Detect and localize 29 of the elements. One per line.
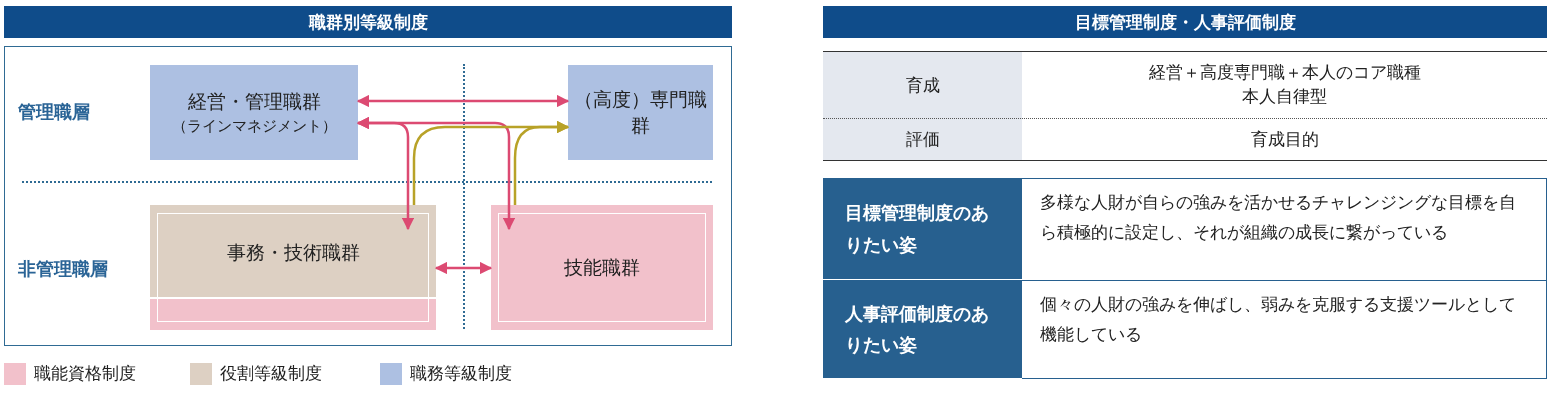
arrow	[513, 120, 570, 205]
cell-text: 個々の人財の強みを伸ばし、弱みを克服する支援ツールとして機能している	[1040, 293, 1517, 346]
legend-label: 職能資格制度	[34, 362, 136, 385]
box-title: 技能職群	[564, 254, 640, 280]
job-group-box	[150, 205, 436, 330]
box-title: 経営・管理職群	[187, 89, 321, 115]
cell-text: 経営＋高度専門職＋本人のコア職種	[1148, 61, 1421, 85]
cell-text: 育成目的	[1250, 128, 1319, 151]
cell-text: 本人自律型	[1242, 85, 1327, 108]
job-group-box	[568, 65, 713, 160]
arrow	[356, 116, 516, 231]
section-heading: 目標管理制度・人事評価制度	[823, 6, 1547, 38]
legend-label: 役割等級制度	[220, 362, 322, 385]
legend-label: 職務等級制度	[410, 362, 512, 385]
row-header: 評価	[905, 128, 940, 151]
row-header: 人事評価制度のありたい姿	[823, 280, 1022, 379]
box-title: （高度）専門職群	[574, 86, 707, 138]
job-group-box	[150, 65, 358, 160]
cell-text: 多様な人財が自らの強みを活かせるチャレンジングな目標を自ら積極的に設定し、それが組織の成長に繋がっている	[1040, 191, 1517, 244]
section-heading: 職群別等級制度	[4, 6, 732, 38]
arrow	[434, 261, 493, 275]
row-label: 非管理職層	[18, 257, 108, 281]
row-header: 育成	[905, 73, 940, 97]
job-group-box	[491, 205, 713, 330]
box-title: 事務・技術職群	[226, 239, 360, 265]
row-header: 目標管理制度のありたい姿	[823, 178, 1022, 280]
arrow	[356, 94, 570, 108]
box-subtitle: （ラインマネジメント）	[171, 116, 337, 136]
row-label: 管理職層	[18, 100, 90, 124]
